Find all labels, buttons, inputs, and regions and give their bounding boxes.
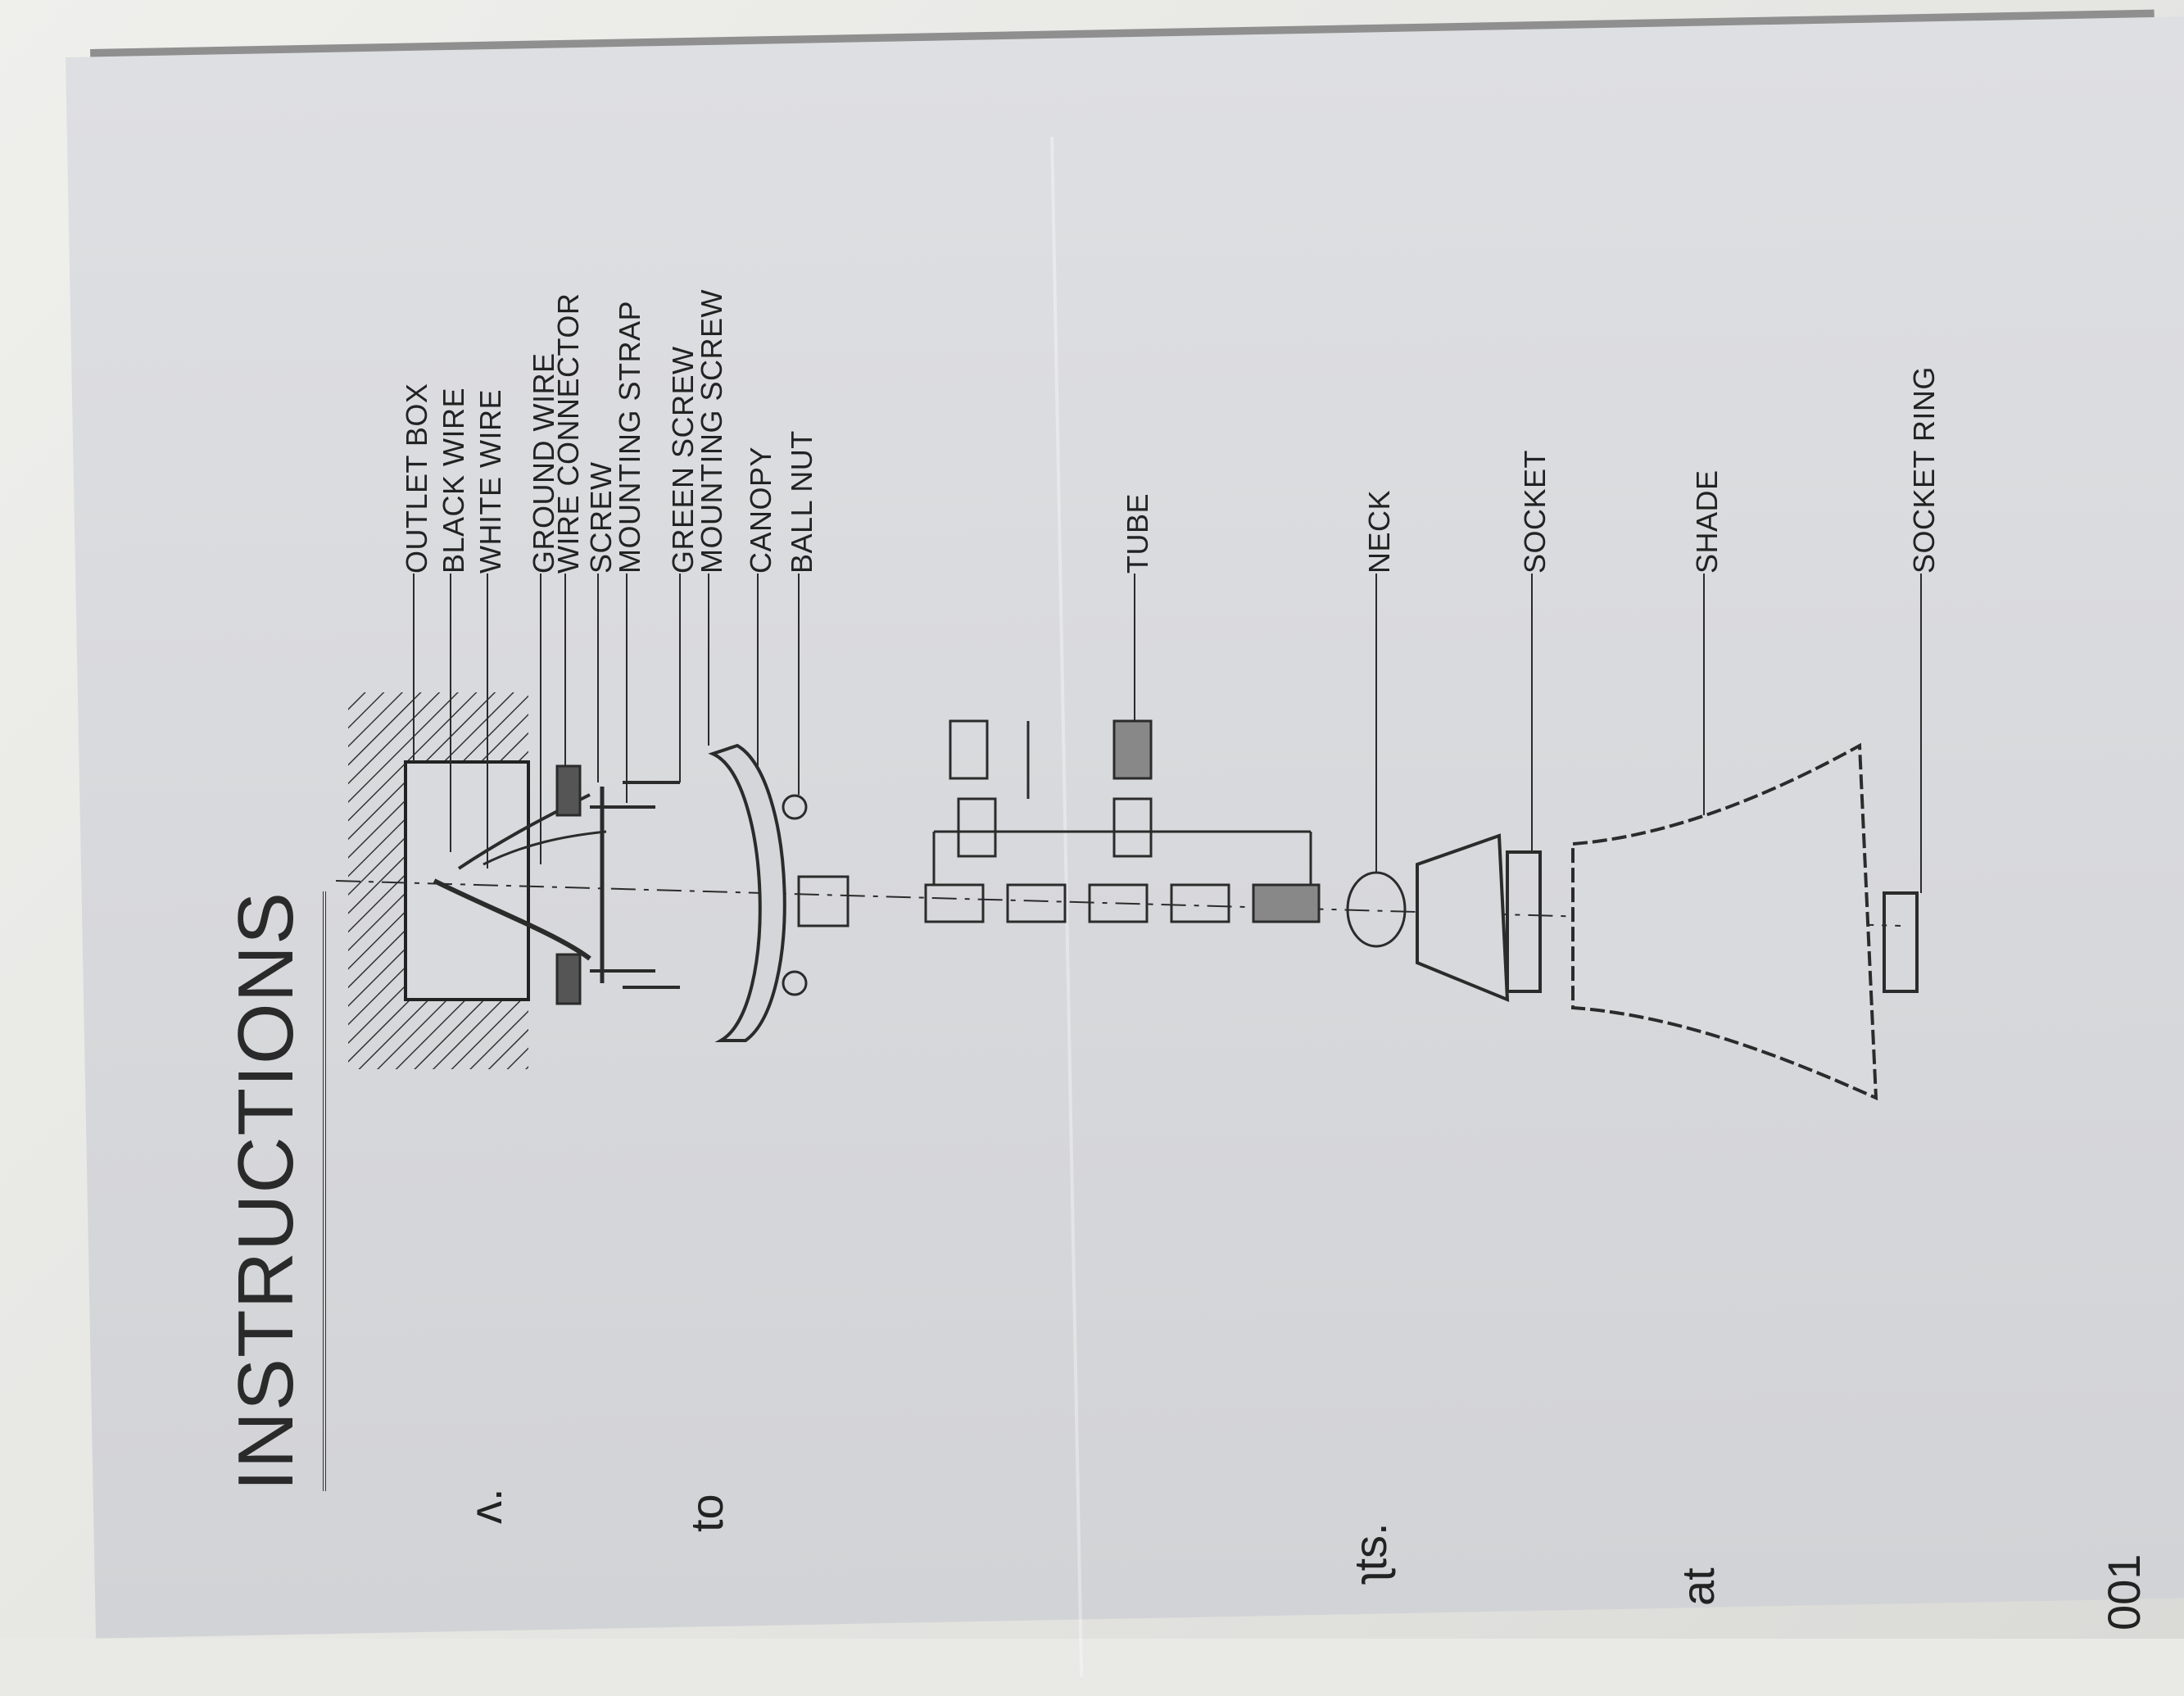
black-wire [433, 878, 591, 961]
edge-fragment-2: to [681, 1494, 732, 1532]
label-neck: NECK [1362, 489, 1396, 574]
label-wire-connector: WIRE CONNECTOR [551, 292, 585, 574]
wire-connector-top [555, 764, 582, 817]
label-shade: SHADE [1690, 469, 1724, 574]
edge-fragment-1: ʌ. [460, 1488, 511, 1524]
page-title: INSTRUCTIONS [221, 891, 326, 1491]
mounting-screws [590, 781, 680, 989]
tube-chain [797, 830, 1321, 927]
socket-part [1416, 833, 1510, 1003]
edge-fragment-5: 001 [2098, 1553, 2150, 1630]
label-white-wire: WHITE WIRE [474, 389, 507, 574]
label-tube: TUBE [1121, 492, 1154, 574]
ground-wire [483, 830, 607, 866]
wire-connector-bottom [555, 953, 582, 1005]
spare-tubes [949, 719, 1153, 858]
label-canopy: CANOPY [744, 446, 777, 574]
label-socket-ring: SOCKET RING [1907, 366, 1941, 574]
edge-fragment-3: ʅts. [1344, 1522, 1396, 1581]
leader-lines [413, 574, 1922, 893]
label-socket: SOCKET [1518, 449, 1552, 574]
socket-body [1506, 850, 1542, 993]
canopy-shape [708, 743, 786, 1042]
shade-part [1571, 742, 1878, 1101]
ball-nut-top [782, 794, 808, 820]
label-outlet-box: OUTLET BOX [400, 383, 433, 574]
label-ball-nut: BALL NUT [785, 430, 818, 574]
ball-nut-bottom [782, 970, 808, 996]
title-block: INSTRUCTIONS [221, 891, 326, 1491]
edge-fragment-4: at [1672, 1567, 1724, 1606]
assembly-diagram [335, 574, 1922, 1101]
label-mounting-screw: MOUNTING SCREW [695, 289, 728, 574]
label-black-wire: BLACK WIRE [437, 387, 470, 574]
socket-ring-part [1883, 891, 1919, 993]
label-mounting-strap: MOUNTING STRAP [613, 300, 646, 574]
